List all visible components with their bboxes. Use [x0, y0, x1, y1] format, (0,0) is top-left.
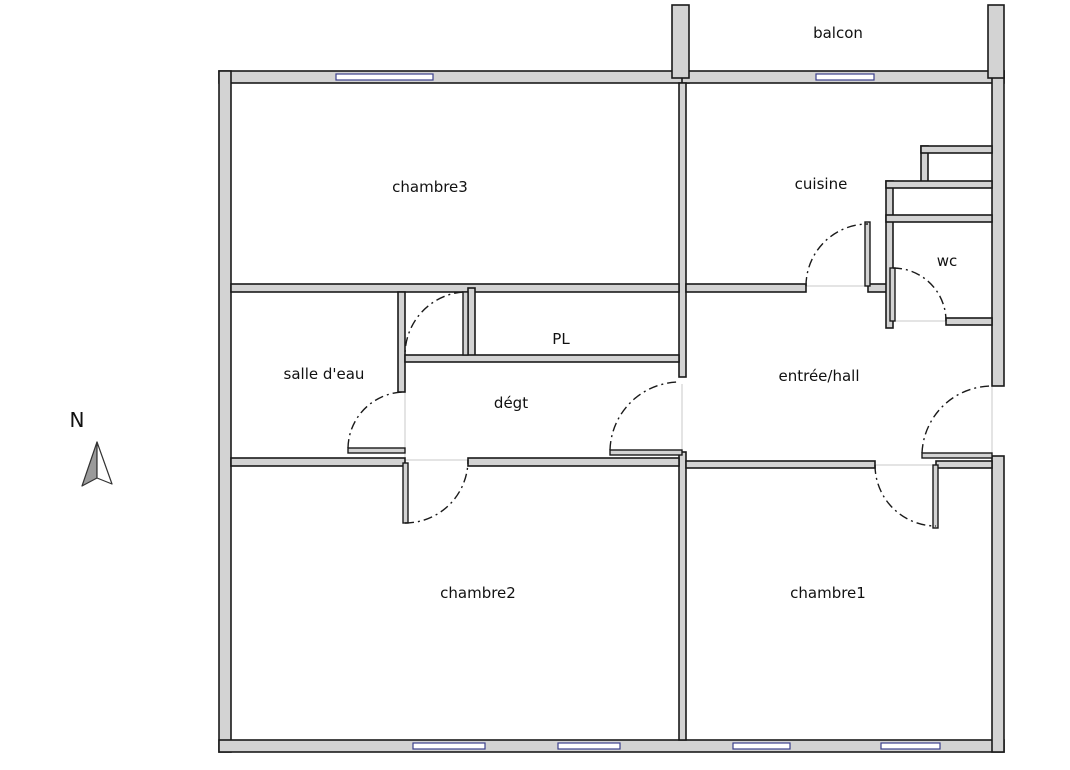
wall-center-vertical-lower	[678, 451, 687, 741]
wall-cuisine-south	[685, 283, 807, 293]
wall-salle-eau-south	[230, 457, 406, 467]
label-cuisine: cuisine	[795, 175, 848, 193]
room-labels: balcon chambre3 cuisine wc PL salle d'ea…	[284, 24, 958, 602]
balcony-wall-right	[987, 4, 1005, 79]
wall-pl-south	[404, 354, 680, 363]
window-chambre2-a	[412, 742, 486, 750]
label-degt: dégt	[494, 394, 528, 412]
wall-chambre2-north	[467, 457, 680, 467]
window-chambre1-a	[732, 742, 791, 750]
wall-chambre1-north	[685, 460, 876, 469]
balcony-wall-left	[671, 4, 690, 79]
door-swing-chambre2	[404, 459, 469, 524]
door-swing-cuisine	[805, 223, 869, 287]
door-leaf-salle-eau[interactable]	[347, 447, 406, 454]
window-cuisine	[815, 73, 875, 81]
door-swing-chambre3	[404, 291, 464, 356]
wall-chambre3-south	[230, 283, 680, 293]
label-balcon: balcon	[813, 24, 863, 42]
wall-wc-south	[945, 317, 993, 326]
label-chambre1: chambre1	[790, 584, 866, 602]
wall-cupboard-middle	[885, 180, 993, 189]
door-swing-degt	[609, 381, 681, 451]
window-chambre1-b	[880, 742, 941, 750]
label-entree-hall: entrée/hall	[779, 367, 860, 385]
wall-cupboard-upper	[920, 145, 993, 154]
label-salle-eau: salle d'eau	[284, 365, 365, 383]
wall-pl-west	[467, 287, 476, 359]
north-arrow-icon	[81, 441, 98, 487]
door-leaf-wc[interactable]	[889, 267, 896, 322]
wall-east-upper	[991, 70, 1005, 387]
label-wc: wc	[937, 252, 958, 270]
door-leaf-degt[interactable]	[609, 449, 683, 456]
wall-north-west	[218, 70, 690, 84]
doors	[347, 221, 993, 529]
door-leaf-chambre1[interactable]	[932, 464, 939, 529]
north-label: N	[70, 408, 85, 432]
north-indicator: N	[70, 408, 113, 487]
window-chambre2-b	[557, 742, 621, 750]
door-leaf-cuisine[interactable]	[864, 221, 871, 287]
wall-east-lower	[991, 455, 1005, 753]
label-pl: PL	[552, 330, 570, 348]
wall-wc-north	[885, 214, 993, 223]
window-chambre3	[335, 73, 434, 81]
wall-salle-eau-east	[397, 291, 406, 393]
door-swing-entrance	[921, 385, 993, 454]
door-swing-salle-eau	[347, 391, 406, 449]
door-thresholds	[404, 285, 993, 466]
north-arrow-icon-light	[96, 441, 113, 485]
interior-walls	[230, 82, 993, 741]
label-chambre2: chambre2	[440, 584, 516, 602]
door-leaf-chambre3[interactable]	[462, 291, 469, 356]
windows	[335, 73, 941, 750]
wall-chambre1-north-right	[935, 460, 993, 469]
label-chambre3: chambre3	[392, 178, 468, 196]
door-swing-chambre1	[874, 464, 937, 527]
door-swing-wc	[892, 267, 947, 322]
door-leaf-chambre2[interactable]	[402, 462, 409, 524]
wall-center-vertical	[678, 82, 687, 378]
wall-west	[218, 70, 232, 753]
door-leaf-entrance[interactable]	[921, 452, 993, 459]
